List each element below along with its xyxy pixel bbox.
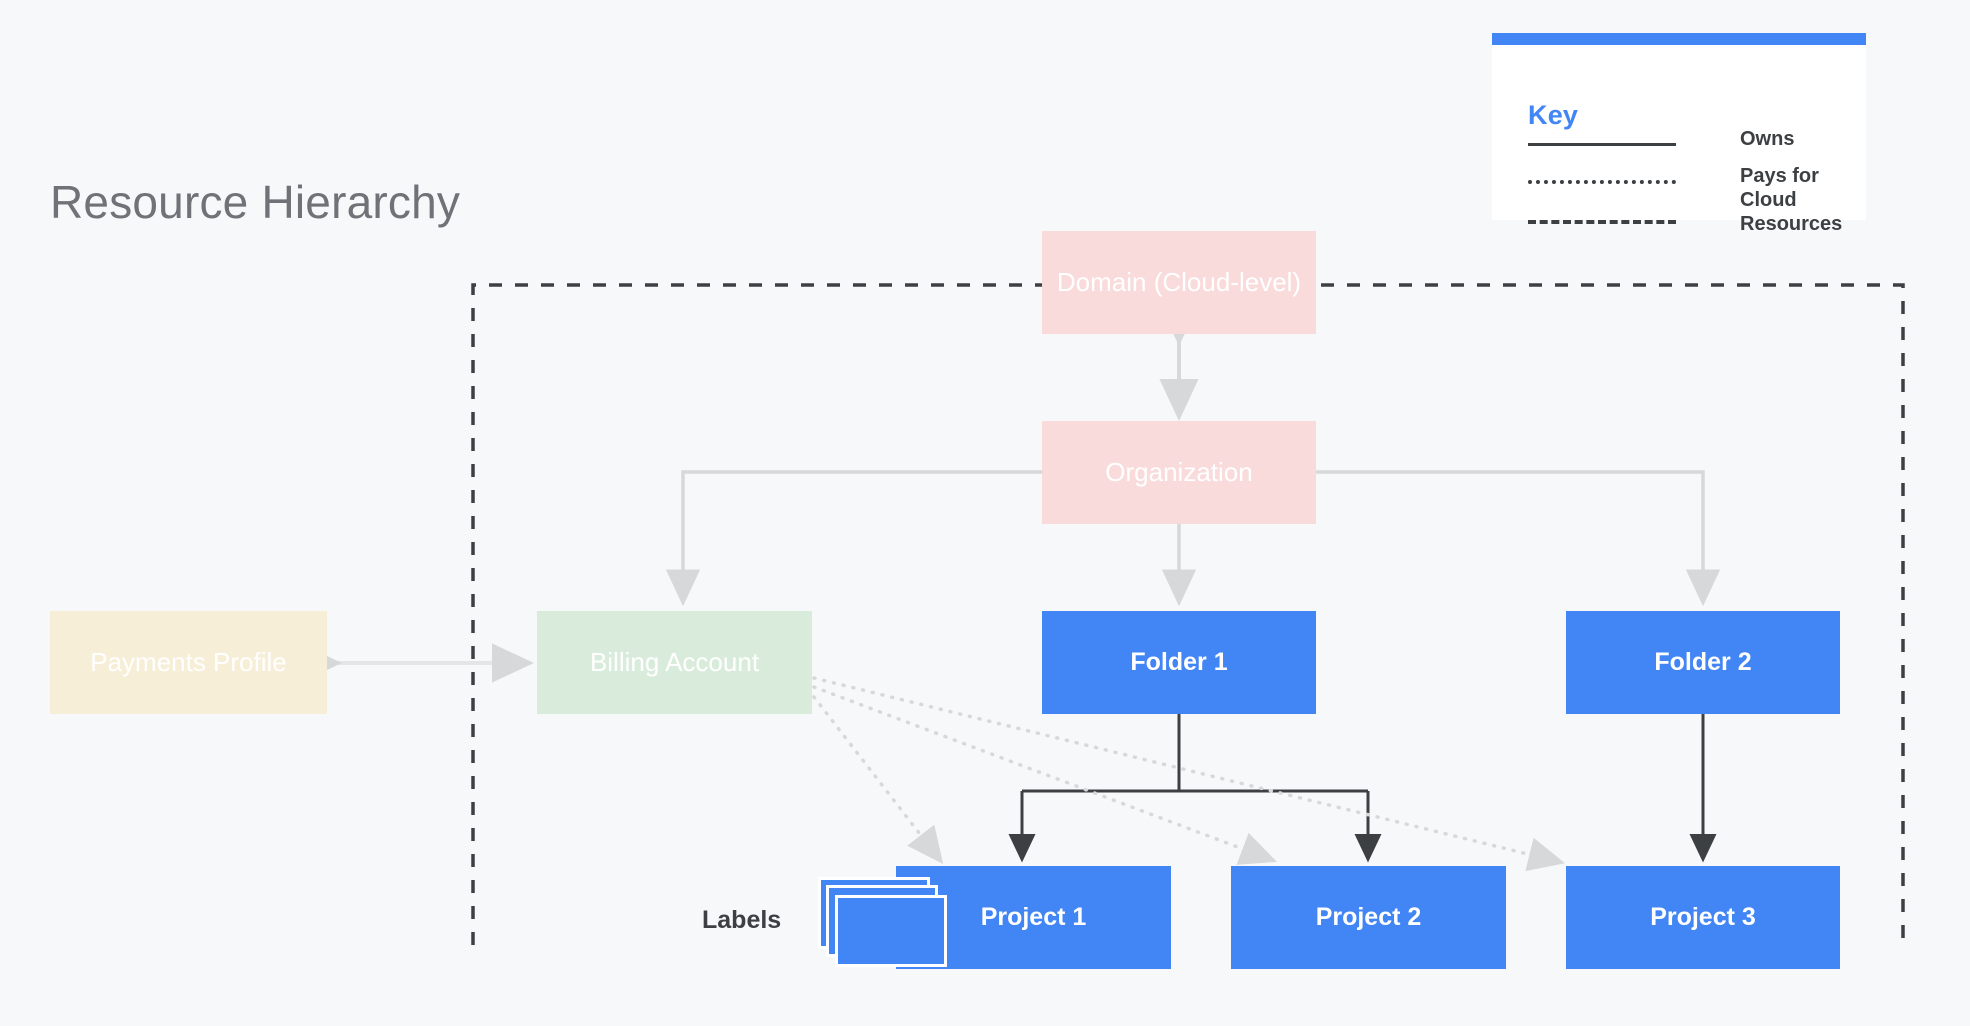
node-billing-account-label: Billing Account — [589, 646, 760, 677]
legend-line-solid-icon — [1528, 143, 1676, 146]
edge-organization-billing — [665, 470, 1042, 607]
node-payments-profile-label: Payments Profile — [90, 646, 287, 677]
node-folder-1-label: Folder 1 — [1130, 648, 1228, 677]
legend-line-dashed-icon — [1528, 220, 1676, 224]
node-billing-account[interactable]: Billing Account — [537, 611, 812, 714]
legend-item-pays-for-label: Pays for — [1740, 165, 1819, 187]
legend-line-dotted-icon — [1528, 180, 1676, 184]
legend-item-owns-label: Owns — [1740, 128, 1795, 150]
node-folder-1[interactable]: Folder 1 — [1042, 611, 1316, 714]
node-project-3-label: Project 3 — [1650, 903, 1756, 932]
node-project-3[interactable]: Project 3 — [1566, 866, 1840, 969]
page-title: Resource Hierarchy — [50, 176, 461, 228]
node-project-1-label: Project 1 — [980, 903, 1087, 932]
edge-organization-folder2 — [1316, 470, 1721, 607]
node-domain[interactable]: Domain (Cloud-level) — [1042, 231, 1316, 334]
node-organization-label: Organization — [1105, 456, 1253, 487]
legend-item-cloud-resources-label: Cloud Resources — [1740, 189, 1843, 236]
edge-billing-project2 — [812, 685, 1277, 865]
edge-billing-project1 — [812, 695, 944, 865]
node-folder-2-label: Folder 2 — [1654, 648, 1752, 677]
node-payments-profile[interactable]: Payments Profile — [50, 611, 327, 714]
edge-billing-project3 — [812, 676, 1566, 872]
cloud-resources-boundary — [471, 283, 1905, 945]
legend-accent-bar — [1492, 33, 1866, 45]
node-folder-2[interactable]: Folder 2 — [1566, 611, 1840, 714]
node-project-2[interactable]: Project 2 — [1231, 866, 1506, 969]
node-organization[interactable]: Organization — [1042, 421, 1316, 524]
legend-panel: Key Owns Pays for Cloud Resources — [1492, 33, 1866, 235]
node-project-2-label: Project 2 — [1315, 903, 1422, 932]
legend-heading: Key — [1528, 100, 1579, 130]
labels-caption: Labels — [702, 906, 782, 934]
node-domain-label: Domain (Cloud-level) — [1056, 266, 1302, 297]
stacked-cards-icon — [818, 877, 950, 969]
